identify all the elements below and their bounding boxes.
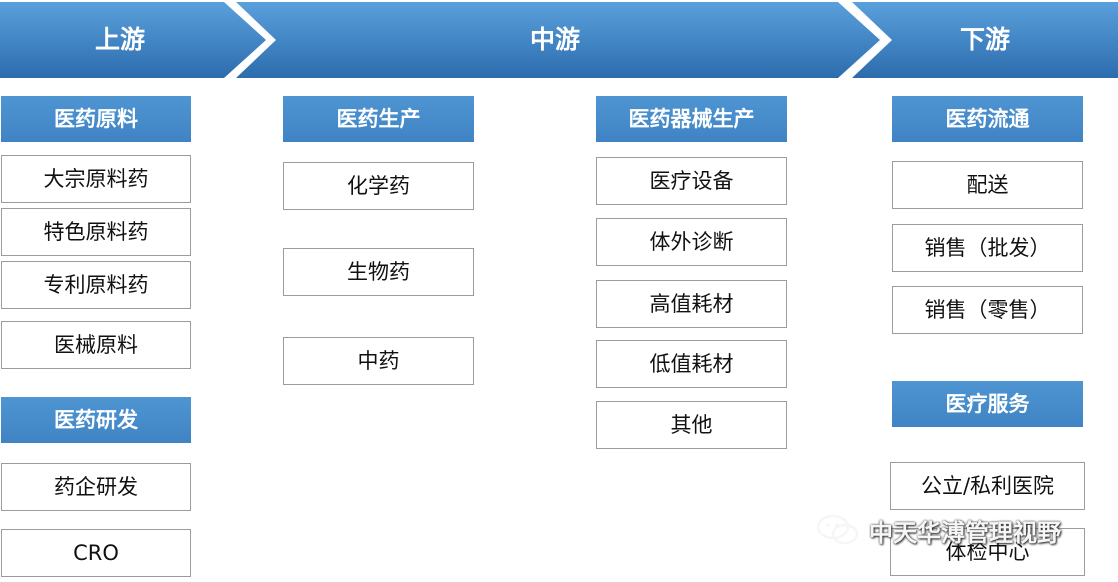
upstream-label: 上游 — [94, 25, 145, 54]
pharma-production-item: 中药 — [283, 337, 474, 385]
stage-chevron-bar — [0, 2, 1118, 78]
medical-service-item: 体检中心 — [890, 528, 1085, 576]
raw-material-item: 医械原料 — [1, 321, 191, 369]
distribution-item: 配送 — [892, 161, 1083, 209]
rnd-item: 药企研发 — [1, 463, 191, 511]
rnd-header: 医药研发 — [1, 397, 191, 443]
distribution-item: 销售（零售） — [892, 286, 1083, 334]
device-production-item: 体外诊断 — [596, 218, 787, 266]
medical-service-item: 公立/私利医院 — [890, 462, 1085, 510]
raw-material-item: 专利原料药 — [1, 261, 191, 309]
device-production-item: 其他 — [596, 401, 787, 449]
upstream-chevron — [0, 2, 266, 78]
rnd-item: CRO — [1, 529, 191, 577]
raw-material-item: 大宗原料药 — [1, 155, 191, 203]
pharma-production-item: 化学药 — [283, 162, 474, 210]
device-production-header: 医药器械生产 — [596, 96, 787, 142]
raw-materials-header: 医药原料 — [1, 96, 191, 142]
device-production-item: 医疗设备 — [596, 157, 787, 205]
raw-material-item: 特色原料药 — [1, 208, 191, 256]
pharma-production-header: 医药生产 — [283, 96, 474, 142]
distribution-item: 销售（批发） — [892, 224, 1083, 272]
device-production-item: 低值耗材 — [596, 340, 787, 388]
distribution-header: 医药流通 — [892, 96, 1083, 142]
pharma-production-item: 生物药 — [283, 248, 474, 296]
watermark-text: 中天华溥管理视野 — [869, 518, 1061, 547]
midstream-label: 中游 — [529, 25, 580, 54]
watermark: 中天华溥管理视野 — [815, 510, 1061, 550]
wechat-icon — [816, 514, 859, 545]
midstream-chevron — [236, 2, 880, 78]
device-production-item: 高值耗材 — [596, 280, 787, 328]
downstream-label: 下游 — [959, 25, 1010, 54]
medical-services-header: 医疗服务 — [892, 381, 1083, 427]
downstream-chevron — [852, 2, 1118, 78]
